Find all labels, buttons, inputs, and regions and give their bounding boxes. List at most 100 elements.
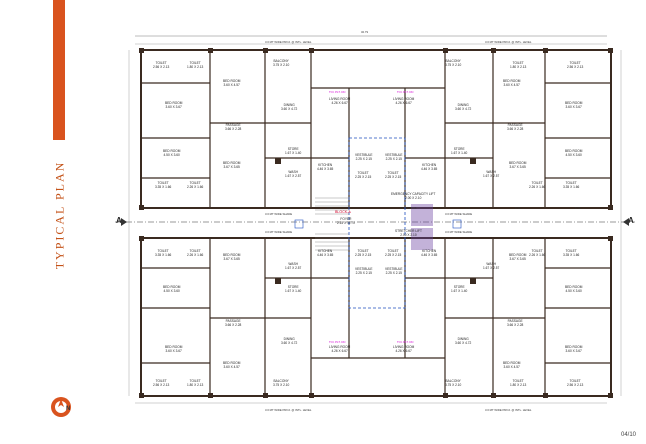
- room-name: VESTIBULE: [385, 267, 403, 271]
- room-name: LIVING ROOM: [329, 97, 351, 101]
- room-dim: 3.60 X 4.72: [455, 340, 472, 345]
- room-dim: 3.60 X 4.57: [223, 82, 240, 87]
- dimension-value: 6.32: [515, 206, 521, 210]
- room-name: DINING: [283, 103, 295, 107]
- room-name: KITCHEN: [422, 249, 437, 253]
- block-label: BLOCK-A: [335, 210, 351, 214]
- room-dim: 2.25 X 2.15: [385, 252, 402, 257]
- room-dim: 1.67 X 2.57: [483, 265, 500, 270]
- room-name: PASSAGE: [225, 123, 241, 127]
- room-dim: 1.67 X 1.40: [451, 150, 468, 155]
- room-dim: 1.80 X 2.13: [187, 64, 204, 69]
- room-name: TOILET: [387, 171, 399, 175]
- room-dim: 3.60 X 4.57: [503, 82, 520, 87]
- room-name: VESTIBULE: [355, 267, 373, 271]
- toilet-plate-note: TOI. PLT. DN: [397, 340, 414, 344]
- room-name: BED ROOM: [509, 253, 527, 257]
- room-name: BED ROOM: [509, 161, 527, 165]
- room-dim: 2.25 X 2.15: [385, 270, 402, 275]
- toilet-plate-note: TOI. PLT. DN: [329, 340, 346, 344]
- overall-dimension: 32.79: [361, 30, 368, 34]
- toilet-plate-note: TOI. PLT. DN: [397, 90, 414, 94]
- room-name: TOILET: [155, 379, 167, 383]
- room-dim: 4.46 X 3.65: [317, 166, 334, 171]
- room-dim: 2.25 X 2.15: [355, 156, 372, 161]
- dimension-value: 4.70: [285, 206, 291, 210]
- room-dim: 3.66 X 2.28: [225, 322, 242, 327]
- room-name: PASSAGE: [225, 319, 241, 323]
- room-name: PASSAGE: [507, 319, 523, 323]
- room-name: VESTIBULE: [385, 153, 403, 157]
- shade-note: 3.0 MT WIDE PROJ. @ INTL. LEVEL: [265, 40, 312, 44]
- foyer-name: FOYER: [340, 217, 352, 221]
- room-dim: 3.75 X 2.10: [445, 62, 462, 67]
- section-marker-right: A: [628, 216, 634, 225]
- room-dim: 4.50 X 3.60: [163, 288, 180, 293]
- toilet-plate-note: TOI. PLT. DN: [329, 90, 346, 94]
- north-label: N: [66, 406, 71, 412]
- room-name: WASH: [486, 262, 496, 266]
- room-dim: 3.75 X 2.10: [273, 382, 290, 387]
- room-name: BED ROOM: [223, 161, 241, 165]
- room-dim: 4.50 X 3.60: [565, 152, 582, 157]
- room-dim: 4.26 X 6.67: [395, 348, 412, 353]
- room-dim: 1.67 X 2.57: [483, 173, 500, 178]
- room-dim: 4.46 X 3.65: [421, 252, 438, 257]
- room-dim: 3.67 X 3.65: [509, 164, 526, 169]
- room-dim: 1.80 X 2.13: [187, 382, 204, 387]
- room-name: BED ROOM: [565, 345, 583, 349]
- room-name: TOILET: [155, 61, 167, 65]
- dimension-value: 5.70: [575, 206, 581, 210]
- lift2-dim: 2.00 X 2.10: [400, 232, 417, 237]
- shade-note: 3.0 MT WIDE PROJ. @ INTL. LEVEL: [485, 40, 532, 44]
- dimension-value: 5.68: [235, 206, 241, 210]
- room-name: TOILET: [512, 379, 524, 383]
- room-dim: 3.75 X 2.10: [445, 382, 462, 387]
- room-dim: 3.66 X 2.28: [507, 126, 524, 131]
- room-name: LIVING ROOM: [393, 97, 415, 101]
- room-dim: 2.56 X 2.13: [567, 64, 584, 69]
- room-name: BED ROOM: [565, 101, 583, 105]
- room-name: BED ROOM: [223, 253, 241, 257]
- dimension-value: 0.23: [327, 206, 333, 210]
- room-name: STORE: [287, 285, 299, 289]
- floor-plan-drawing: [115, 35, 635, 404]
- room-dim: 1.67 X 1.40: [285, 150, 302, 155]
- room-dim: 2.56 X 2.13: [153, 382, 170, 387]
- room-name: BED ROOM: [503, 361, 521, 365]
- room-dim: 4.46 X 3.65: [421, 166, 438, 171]
- room-dim: 1.80 X 2.13: [510, 64, 527, 69]
- room-name: STORE: [287, 147, 299, 151]
- room-name: WASH: [288, 170, 298, 174]
- room-name: TOILET: [157, 181, 169, 185]
- room-dim: 3.35 X 1.66: [563, 184, 580, 189]
